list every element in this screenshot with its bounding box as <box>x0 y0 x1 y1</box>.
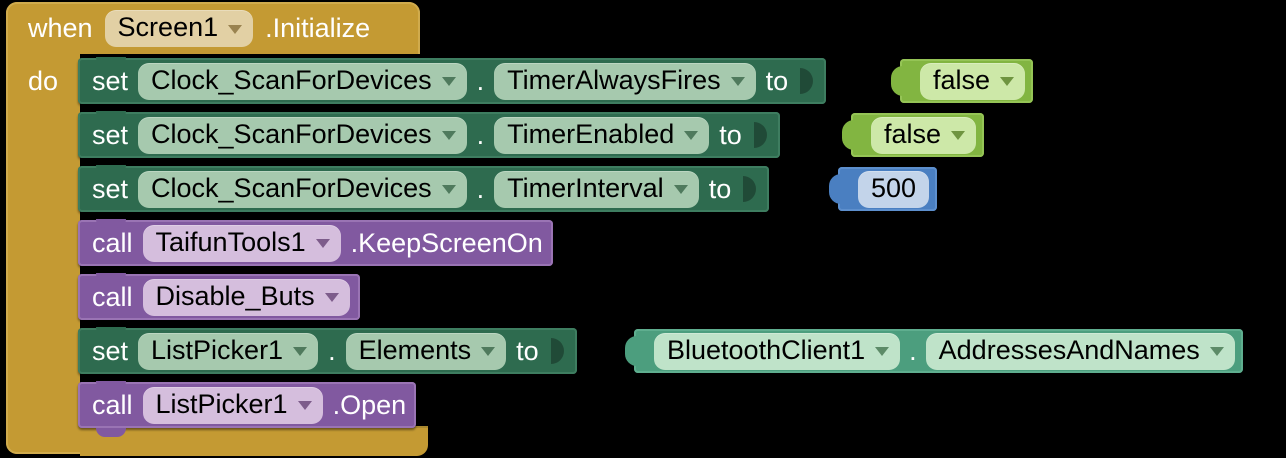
value-socket[interactable] <box>549 336 567 366</box>
call-component-label: ListPicker1 <box>155 388 288 419</box>
set-keyword: set <box>92 173 129 204</box>
getter-block-addressesandnames[interactable]: BluetoothClient1 . AddressesAndNames <box>625 329 1243 373</box>
call-keyword: call <box>92 281 133 312</box>
separator-dot: . <box>476 65 485 96</box>
call-block-keepscreenon[interactable]: call TaifunTools1 .KeepScreenOn <box>78 219 553 266</box>
event-block-footer <box>80 426 428 456</box>
chevron-down-icon[interactable] <box>1209 347 1224 356</box>
logic-value-label: false <box>884 118 942 149</box>
logic-value-dropdown[interactable]: false <box>920 62 1026 100</box>
call-procedure-dropdown[interactable]: Disable_Buts <box>142 278 350 316</box>
chevron-down-icon[interactable] <box>441 131 456 140</box>
chevron-down-icon[interactable] <box>730 77 745 86</box>
logic-value-label: false <box>933 64 991 95</box>
setter-component-dropdown[interactable]: Clock_ScanForDevices <box>138 170 467 208</box>
call-component-dropdown[interactable]: TaifunTools1 <box>142 224 341 262</box>
number-value-field[interactable]: 500 <box>858 170 930 208</box>
setter-block-timerinterval[interactable]: set Clock_ScanForDevices . TimerInterval… <box>78 165 770 212</box>
setter-component-dropdown[interactable]: Clock_ScanForDevices <box>138 62 467 100</box>
separator-dot: . <box>909 335 917 366</box>
call-component-label: TaifunTools1 <box>155 226 306 257</box>
getter-component-label: BluetoothClient1 <box>667 334 866 365</box>
call-keyword: call <box>92 227 133 258</box>
to-label: to <box>516 335 539 366</box>
event-block-header: when Screen1 .Initialize <box>28 10 370 47</box>
chevron-down-icon[interactable] <box>684 131 699 140</box>
value-socket[interactable] <box>752 120 770 150</box>
call-block-listpicker-open[interactable]: call ListPicker1 .Open <box>78 381 417 428</box>
chevron-down-icon[interactable] <box>441 185 456 194</box>
setter-component-dropdown[interactable]: Clock_ScanForDevices <box>138 116 467 154</box>
value-socket[interactable] <box>798 66 816 96</box>
call-method-label: .Open <box>332 389 407 420</box>
setter-property-dropdown[interactable]: TimerEnabled <box>494 116 710 154</box>
call-component-dropdown[interactable]: ListPicker1 <box>142 386 323 424</box>
chevron-down-icon[interactable] <box>315 239 330 248</box>
getter-property-dropdown[interactable]: AddressesAndNames <box>925 332 1235 370</box>
setter-component-label: Clock_ScanForDevices <box>151 64 432 95</box>
setter-property-dropdown[interactable]: TimerInterval <box>494 170 699 208</box>
setter-property-label: TimerEnabled <box>507 118 675 149</box>
event-component-dropdown[interactable]: Screen1 <box>104 10 254 47</box>
number-block-500[interactable]: 500 <box>828 167 938 211</box>
getter-component-dropdown[interactable]: BluetoothClient1 <box>654 332 901 370</box>
set-keyword: set <box>92 65 129 96</box>
setter-component-label: Clock_ScanForDevices <box>151 118 432 149</box>
setter-property-dropdown[interactable]: TimerAlwaysFires <box>494 62 756 100</box>
chevron-down-icon[interactable] <box>481 347 496 356</box>
separator-dot: . <box>476 119 485 150</box>
chevron-down-icon[interactable] <box>228 24 243 34</box>
to-label: to <box>708 173 732 204</box>
chevron-down-icon[interactable] <box>441 77 456 86</box>
setter-component-label: Clock_ScanForDevices <box>151 172 432 203</box>
setter-property-label: TimerInterval <box>507 172 664 203</box>
chevron-down-icon[interactable] <box>1000 77 1015 86</box>
value-socket[interactable] <box>741 174 759 204</box>
call-procedure-label: Disable_Buts <box>155 280 315 311</box>
getter-property-label: AddressesAndNames <box>938 334 1200 365</box>
event-component-label: Screen1 <box>117 12 219 42</box>
chevron-down-icon[interactable] <box>324 293 339 302</box>
do-label: do <box>28 66 59 96</box>
setter-block-timeralwaysfires[interactable]: set Clock_ScanForDevices . TimerAlwaysFi… <box>78 57 827 104</box>
setter-component-label: ListPicker1 <box>151 334 284 365</box>
setter-property-dropdown[interactable]: Elements <box>345 332 507 370</box>
setter-block-timerenabled[interactable]: set Clock_ScanForDevices . TimerEnabled … <box>78 111 780 158</box>
chevron-down-icon[interactable] <box>293 347 308 356</box>
logic-value-dropdown[interactable]: false <box>871 116 977 154</box>
logic-block-false-2[interactable]: false <box>841 113 985 157</box>
to-label: to <box>719 119 742 150</box>
event-name-label: .Initialize <box>265 13 371 43</box>
set-keyword: set <box>92 119 129 150</box>
separator-dot: . <box>476 173 485 204</box>
set-keyword: set <box>92 335 129 366</box>
call-method-label: .KeepScreenOn <box>350 227 543 258</box>
logic-block-false-1[interactable]: false <box>890 59 1034 103</box>
chevron-down-icon[interactable] <box>673 185 688 194</box>
setter-component-dropdown[interactable]: ListPicker1 <box>138 332 319 370</box>
call-keyword: call <box>92 389 133 420</box>
setter-property-label: Elements <box>358 334 472 365</box>
when-label: when <box>28 13 93 43</box>
chevron-down-icon[interactable] <box>951 131 966 140</box>
chevron-down-icon[interactable] <box>297 401 312 410</box>
chevron-down-icon[interactable] <box>875 347 890 356</box>
statement-bottom-tab <box>96 428 126 437</box>
setter-property-label: TimerAlwaysFires <box>507 64 721 95</box>
to-label: to <box>765 65 789 96</box>
separator-dot: . <box>328 335 336 366</box>
setter-block-listpicker-elements[interactable]: set ListPicker1 . Elements to <box>78 327 577 374</box>
call-block-disable-buts[interactable]: call Disable_Buts <box>78 273 360 320</box>
